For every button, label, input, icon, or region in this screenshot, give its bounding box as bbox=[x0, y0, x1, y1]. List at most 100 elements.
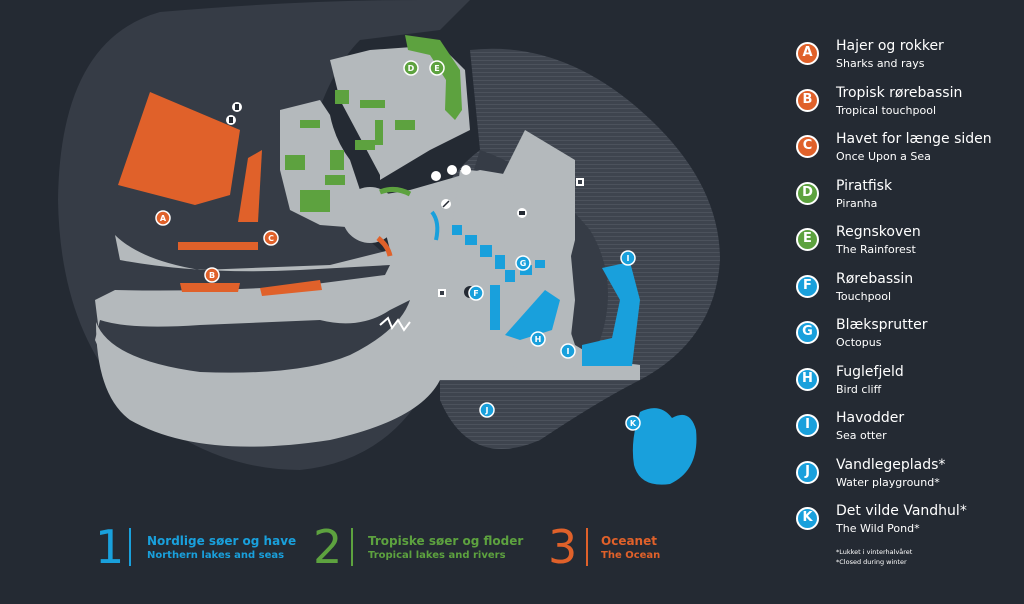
svg-text:F: F bbox=[473, 289, 478, 298]
legend-title: Vandlegeplads* bbox=[836, 456, 946, 473]
zone-1-title: Nordlige søer og have bbox=[147, 534, 297, 548]
zone-2-number: 2 bbox=[313, 520, 343, 574]
legend-badge-f: F bbox=[796, 274, 819, 298]
exhibit-touchpool-b2 bbox=[260, 280, 322, 296]
footnote-english: *Closed during winter bbox=[836, 558, 907, 566]
legend-title: Blæksprutter bbox=[836, 317, 928, 333]
exhibit-blue-6 bbox=[505, 270, 515, 282]
svg-text:C: C bbox=[268, 234, 274, 243]
legend-title: Regnskoven bbox=[836, 224, 921, 240]
legend-badge-c: C bbox=[796, 135, 819, 158]
footnote-danish: *Lukket i vinterhalvåret bbox=[836, 548, 913, 556]
exhibit-sharks bbox=[118, 92, 240, 205]
legend-badge-d: D bbox=[796, 181, 819, 205]
legend-title: Havet for længe siden bbox=[836, 131, 992, 147]
exhibit-hub-blue-arc bbox=[430, 210, 440, 241]
walkway-center-hub bbox=[342, 187, 398, 243]
map-marker-b[interactable]: B bbox=[204, 267, 220, 283]
zone-1-divider bbox=[129, 528, 131, 566]
map-marker-h[interactable]: H bbox=[530, 331, 546, 347]
exhibit-green-7 bbox=[300, 190, 330, 212]
exhibit-once-upon-a-sea bbox=[238, 150, 262, 222]
walkway-south-ring bbox=[96, 300, 440, 447]
exhibit-green-3 bbox=[285, 155, 305, 170]
map-marker-c[interactable]: C bbox=[263, 230, 279, 246]
svg-text:B: B bbox=[209, 271, 215, 280]
legend-subtitle: Once Upon a Sea bbox=[836, 150, 931, 163]
baby-changing-icon bbox=[226, 115, 236, 125]
legend-subtitle: Piranha bbox=[836, 196, 878, 210]
exhibit-green-5 bbox=[355, 140, 375, 150]
exhibit-blue-8 bbox=[535, 260, 545, 268]
map-marker-f[interactable]: F bbox=[468, 285, 484, 301]
map-marker-i-2[interactable]: I bbox=[560, 343, 576, 359]
legend-title: Rørebassin bbox=[836, 270, 914, 287]
exhibit-green-1 bbox=[335, 90, 349, 104]
legend-badge-e: E bbox=[796, 228, 819, 251]
legend-subtitle: Water playground* bbox=[836, 475, 940, 489]
map-marker-e[interactable]: E bbox=[429, 60, 445, 76]
exhibit-octopus-bird-cliff bbox=[505, 290, 560, 340]
svg-text:G: G bbox=[520, 259, 527, 268]
zone-1-number: 1 bbox=[95, 520, 125, 574]
exhibit-green-6 bbox=[375, 120, 383, 145]
legend-item-j[interactable]: J Vandlegeplads* Water playground* bbox=[792, 457, 1017, 504]
elevator-icon bbox=[517, 208, 527, 218]
legend-subtitle: Tropical touchpool bbox=[836, 103, 937, 117]
legend-subtitle: Sharks and rays bbox=[836, 57, 925, 70]
svg-text:K: K bbox=[630, 419, 637, 428]
zone-3-number: 3 bbox=[548, 520, 578, 574]
toilet-icon bbox=[232, 102, 242, 112]
legend-subtitle: Octopus bbox=[836, 336, 882, 349]
legend-badge-h: H bbox=[796, 367, 819, 391]
svg-text:I: I bbox=[627, 254, 630, 263]
svg-text:H: H bbox=[535, 335, 542, 344]
zone-3-subtitle: The Ocean bbox=[601, 550, 661, 561]
zone-3-title: Oceanet bbox=[601, 534, 657, 548]
legend-title: Piratfisk bbox=[836, 177, 893, 194]
exhibit-sea-otter bbox=[582, 262, 640, 366]
cafe-icon bbox=[431, 165, 471, 181]
legend-badge-j: J bbox=[796, 460, 819, 484]
exhibit-blue-4 bbox=[480, 245, 492, 257]
exhibit-green-2 bbox=[300, 120, 320, 128]
legend-subtitle: Sea otter bbox=[836, 429, 887, 442]
map-marker-g[interactable]: G bbox=[515, 255, 531, 271]
svg-text:A: A bbox=[160, 214, 167, 223]
legend-subtitle: The Wild Pond* bbox=[836, 522, 920, 535]
map-marker-d[interactable]: D bbox=[403, 60, 419, 76]
map-marker-j[interactable]: J bbox=[479, 402, 495, 418]
stairs-icon bbox=[379, 316, 411, 332]
map-marker-i-1[interactable]: I bbox=[620, 250, 636, 266]
exhibit-blue-2 bbox=[452, 225, 462, 235]
exhibit-wild-pond bbox=[632, 408, 697, 485]
exhibit-green-4 bbox=[330, 150, 344, 170]
exhibit-blue-1 bbox=[490, 285, 500, 330]
legend-badge-b: B bbox=[796, 88, 819, 112]
info-icon bbox=[441, 199, 451, 209]
zone-2-subtitle: Tropical lakes and rivers bbox=[368, 550, 506, 561]
exhibit-tropical-tanks bbox=[178, 242, 258, 250]
legend-subtitle: Bird cliff bbox=[836, 382, 882, 396]
legend-title: Det vilde Vandhul* bbox=[836, 503, 967, 519]
map-marker-k[interactable]: K bbox=[625, 415, 641, 431]
legend-subtitle: The Rainforest bbox=[836, 243, 916, 256]
map-marker-a[interactable]: A bbox=[155, 210, 171, 226]
exhibit-blue-3 bbox=[465, 235, 477, 245]
legend-title: Tropisk rørebassin bbox=[836, 84, 963, 101]
zone-1-subtitle: Northern lakes and seas bbox=[147, 550, 285, 561]
exhibit-rainforest-wall bbox=[405, 35, 462, 120]
legend-subtitle: Touchpool bbox=[836, 289, 892, 303]
shop-icon bbox=[576, 178, 584, 186]
